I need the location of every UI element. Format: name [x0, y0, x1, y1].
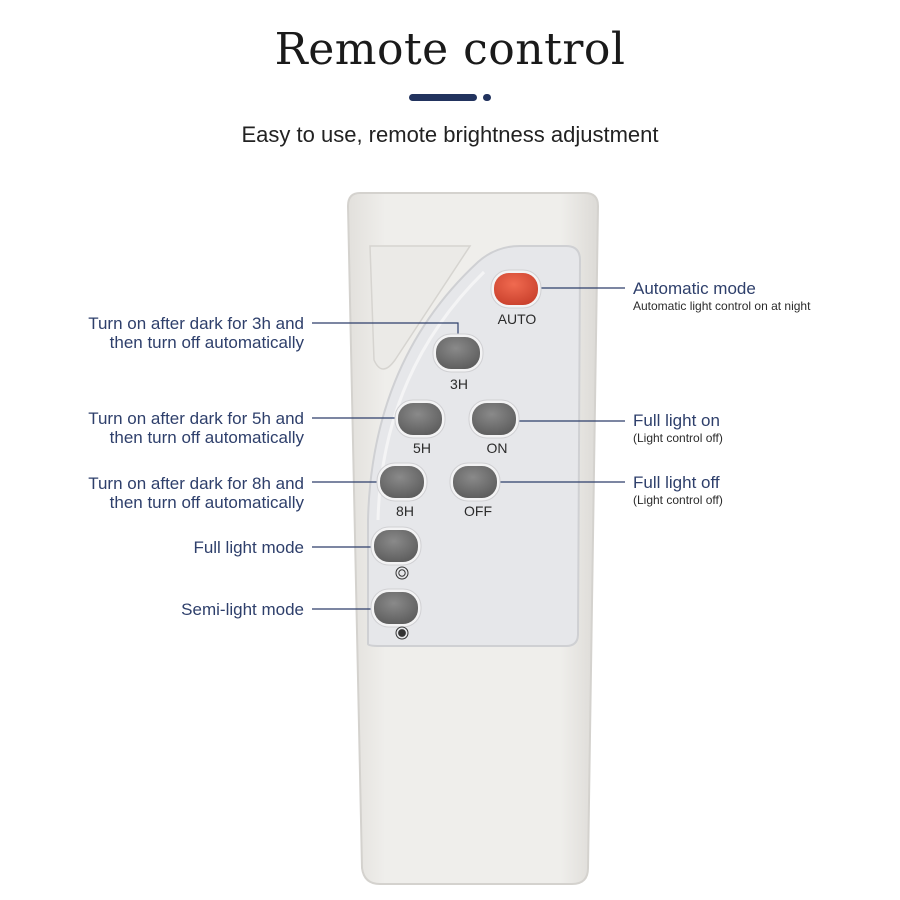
3h-button[interactable] [432, 333, 484, 373]
annotation-full-on: Full light on (Light control off) [633, 411, 723, 446]
annotation-full-off: Full light off (Light control off) [633, 473, 723, 508]
annotation-3h-line1: Turn on after dark for 3h and [88, 314, 304, 333]
remote-top-inset [369, 245, 472, 370]
annotation-5h: Turn on after dark for 5h and then turn … [88, 409, 304, 447]
annotation-semi-mode: Semi-light mode [181, 600, 304, 619]
full-light-mode-button[interactable] [370, 526, 422, 566]
annotation-auto: Automatic mode Automatic light control o… [633, 279, 810, 314]
page-subtitle: Easy to use, remote brightness adjustmen… [241, 122, 659, 147]
off-button[interactable] [449, 462, 501, 502]
annotation-auto-sub: Automatic light control on at night [633, 299, 811, 313]
title-underline-dash [409, 94, 477, 101]
3h-button-label: 3H [450, 376, 468, 392]
auto-button-label: AUTO [498, 311, 537, 327]
title-underline-dot [483, 94, 491, 101]
annotation-5h-line2: then turn off automatically [109, 428, 304, 447]
annotation-8h-line1: Turn on after dark for 8h and [88, 474, 304, 493]
annotation-auto-title: Automatic mode [633, 279, 756, 298]
annotation-8h: Turn on after dark for 8h and then turn … [88, 474, 304, 512]
annotation-3h-line2: then turn off automatically [109, 333, 304, 352]
sun-half-icon [395, 626, 409, 640]
8h-button-label: 8H [396, 503, 414, 519]
on-button[interactable] [468, 399, 520, 439]
5h-button-label: 5H [413, 440, 431, 456]
annotation-full-mode: Full light mode [193, 538, 304, 557]
annotation-8h-line2: then turn off automatically [109, 493, 304, 512]
annotation-3h: Turn on after dark for 3h and then turn … [88, 314, 304, 352]
off-button-label: OFF [464, 503, 492, 519]
on-button-label: ON [487, 440, 508, 456]
sun-outline-icon [395, 566, 409, 580]
annotation-5h-line1: Turn on after dark for 5h and [88, 409, 304, 428]
annotation-full-off-sub: (Light control off) [633, 493, 723, 507]
annotation-full-on-sub: (Light control off) [633, 431, 723, 445]
page-title: Remote control [274, 24, 626, 75]
annotation-full-on-title: Full light on [633, 411, 720, 430]
semi-light-mode-button[interactable] [370, 588, 422, 628]
annotation-full-off-title: Full light off [633, 473, 720, 492]
auto-button[interactable] [490, 269, 542, 309]
5h-button[interactable] [394, 399, 446, 439]
8h-button[interactable] [376, 462, 428, 502]
